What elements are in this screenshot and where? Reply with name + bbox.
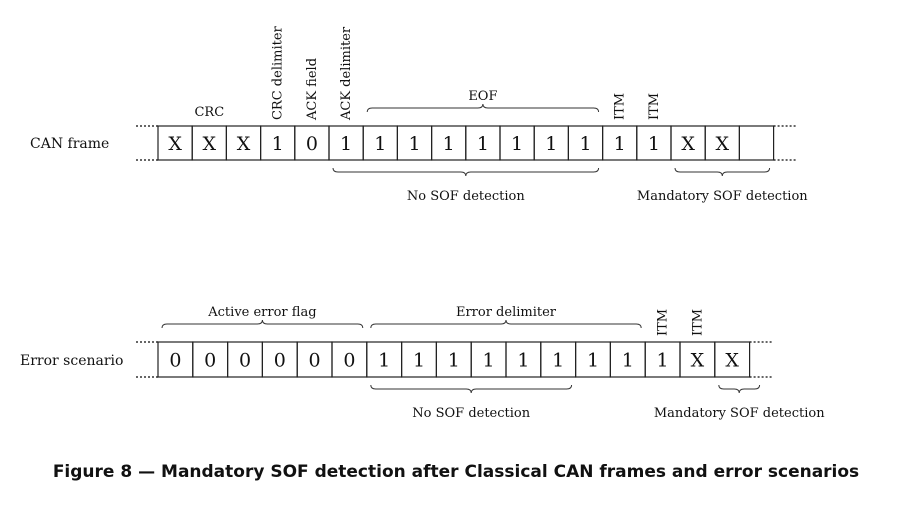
bit-value: 0 (169, 350, 181, 372)
bit-value: 0 (239, 350, 251, 372)
bit-value: 1 (340, 133, 352, 155)
bit-value: 1 (443, 133, 455, 155)
field-label-vertical: ACK delimiter (339, 26, 354, 121)
field-label-vertical: ITM (613, 93, 628, 120)
bit-value: 0 (309, 350, 321, 372)
bit-value: 0 (343, 350, 355, 372)
bit-value: 0 (204, 350, 216, 372)
bit-value: 1 (657, 350, 669, 372)
field-label: Error delimiter (456, 305, 557, 320)
bit-value: 1 (648, 133, 660, 155)
field-label: CRC (194, 105, 224, 120)
bit-value: 1 (448, 350, 460, 372)
region-label: No SOF detection (407, 189, 525, 204)
bit-value: 1 (579, 133, 591, 155)
bit-value: 1 (374, 133, 386, 155)
brace-bottom (674, 167, 771, 177)
field-label-vertical: ITM (690, 309, 705, 336)
bit-value: 1 (483, 350, 495, 372)
brace-bottom (332, 167, 600, 177)
figure-caption: Figure 8 — Mandatory SOF detection after… (52, 462, 860, 482)
bit-value: X (168, 133, 182, 155)
bit-value: X (716, 133, 730, 155)
bit-value: X (681, 133, 695, 155)
bit-value: 0 (306, 133, 318, 155)
field-label-vertical: ITM (656, 309, 671, 336)
bit-value: 1 (517, 350, 529, 372)
brace-bottom (370, 384, 573, 394)
brace-top (161, 319, 364, 329)
bit-value: 1 (413, 350, 425, 372)
bit-value: 1 (545, 133, 557, 155)
field-label: EOF (468, 89, 497, 104)
field-label: Active error flag (207, 305, 316, 320)
bit-value: 0 (274, 350, 286, 372)
bit-value: X (691, 350, 705, 372)
bit-value: 1 (614, 133, 626, 155)
region-label: No SOF detection (412, 406, 530, 421)
bit-value: 1 (272, 133, 284, 155)
bit-value: 1 (408, 133, 420, 155)
bit-cell (738, 125, 775, 161)
bit-value: 1 (477, 133, 489, 155)
field-label-vertical: ACK field (305, 58, 320, 121)
bit-value: X (725, 350, 739, 372)
bit-value: X (237, 133, 251, 155)
bit-value: 1 (552, 350, 564, 372)
bit-value: 1 (587, 350, 599, 372)
bit-value: 1 (511, 133, 523, 155)
brace-bottom (718, 384, 761, 394)
field-label-vertical: CRC delimiter (271, 25, 286, 120)
bit-value: 1 (378, 350, 390, 372)
brace-top (366, 103, 600, 113)
brace-top (370, 319, 642, 329)
region-label: Mandatory SOF detection (654, 406, 825, 421)
bit-cell (714, 341, 751, 378)
row-label: Error scenario (20, 353, 123, 369)
region-label: Mandatory SOF detection (637, 189, 808, 204)
bit-value: X (203, 133, 217, 155)
row-label: CAN frame (30, 136, 109, 152)
field-label-vertical: ITM (647, 93, 662, 120)
bit-value: 1 (622, 350, 634, 372)
